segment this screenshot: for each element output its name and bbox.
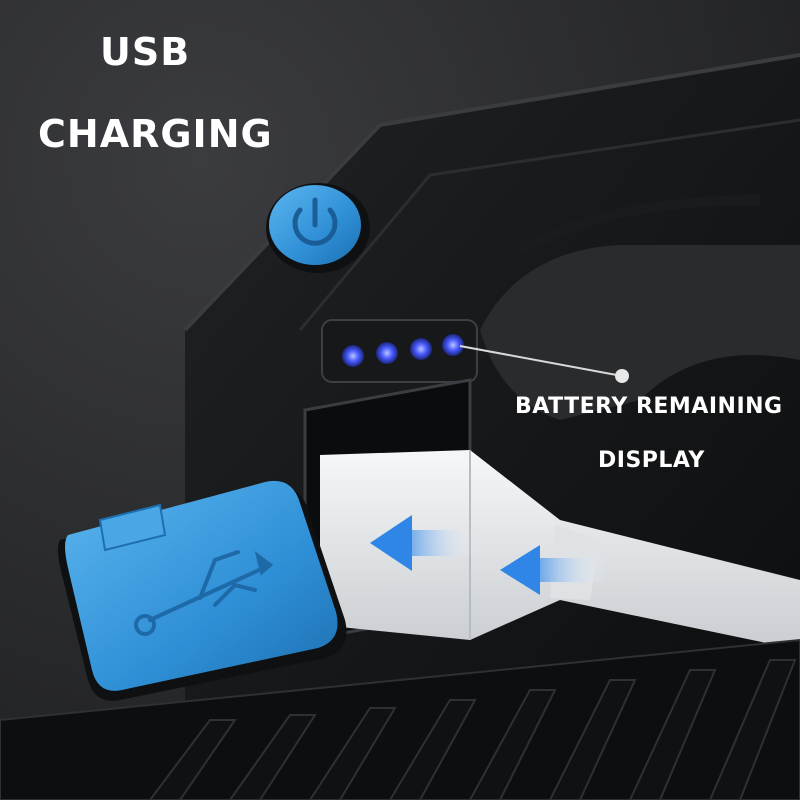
battery-led	[342, 345, 364, 367]
battery-caption-line1: BATTERY REMAINING	[515, 394, 783, 419]
usb-dust-cap	[57, 480, 347, 701]
power-button	[266, 183, 370, 273]
battery-led	[410, 338, 432, 360]
insert-arrow-icon	[370, 515, 605, 595]
usb-icon	[134, 550, 274, 636]
usb-caption-line2: CHARGING	[38, 112, 273, 156]
battery-led	[442, 334, 464, 356]
power-icon	[292, 197, 338, 246]
battery-caption-line2: DISPLAY	[598, 448, 705, 473]
battery-led	[376, 342, 398, 364]
battery-indicator	[321, 319, 478, 383]
usb-cable	[320, 450, 800, 650]
usb-caption-line1: USB	[100, 30, 191, 74]
cooling-fins	[0, 638, 800, 800]
callout-line	[459, 345, 629, 383]
